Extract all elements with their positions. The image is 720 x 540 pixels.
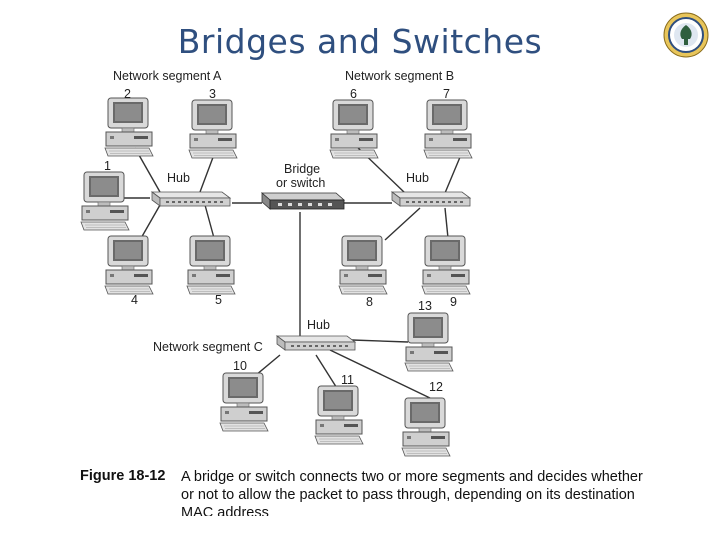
computer-number: 8 bbox=[366, 295, 373, 309]
desktop-computer-icon bbox=[338, 235, 388, 295]
hub-a-label: Hub bbox=[167, 171, 190, 185]
desktop-computer-icon bbox=[186, 235, 236, 295]
figure-number: Figure 18-12 bbox=[80, 468, 166, 484]
computer-number: 10 bbox=[233, 359, 247, 373]
switch-icon bbox=[261, 192, 345, 210]
desktop-computer-icon bbox=[80, 171, 130, 231]
desktop-computer-icon bbox=[423, 99, 473, 159]
computer-number: 3 bbox=[209, 87, 216, 101]
hub-icon bbox=[151, 191, 231, 207]
desktop-computer-icon bbox=[104, 235, 154, 295]
computer-number: 7 bbox=[443, 87, 450, 101]
computer-number: 13 bbox=[418, 299, 432, 313]
computer-number: 12 bbox=[429, 380, 443, 394]
computer-number: 11 bbox=[341, 373, 354, 387]
desktop-computer-icon bbox=[219, 372, 269, 432]
computer-number: 2 bbox=[124, 87, 131, 101]
desktop-computer-icon bbox=[329, 99, 379, 159]
desktop-computer-icon bbox=[404, 312, 454, 372]
university-seal-icon bbox=[663, 12, 709, 58]
computer-number: 6 bbox=[350, 87, 357, 101]
switch-label: or switch bbox=[276, 176, 326, 190]
bridge-label: Bridge bbox=[284, 162, 321, 176]
desktop-computer-icon bbox=[401, 397, 451, 457]
figure-caption: Figure 18-12 A bridge or switch connects… bbox=[80, 468, 660, 516]
hub-icon bbox=[391, 191, 471, 207]
hub-c-label: Hub bbox=[307, 318, 330, 332]
desktop-computer-icon bbox=[314, 385, 364, 445]
hub-icon bbox=[276, 335, 356, 351]
caption-text: A bridge or switch connects two or more … bbox=[181, 469, 643, 516]
desktop-computer-icon bbox=[421, 235, 471, 295]
computer-number: 4 bbox=[131, 293, 138, 307]
computer-number: 9 bbox=[450, 295, 457, 309]
slide-title: Bridges and Switches bbox=[177, 22, 543, 61]
segment-c-label: Network segment C bbox=[153, 340, 263, 354]
desktop-computer-icon bbox=[188, 99, 238, 159]
segment-b-label: Network segment B bbox=[345, 69, 455, 83]
hub-b-label: Hub bbox=[406, 171, 429, 185]
computer-number: 5 bbox=[215, 293, 222, 307]
segment-a-label: Network segment A bbox=[113, 69, 222, 83]
computer-number: 1 bbox=[104, 159, 111, 173]
desktop-computer-icon bbox=[104, 97, 154, 157]
